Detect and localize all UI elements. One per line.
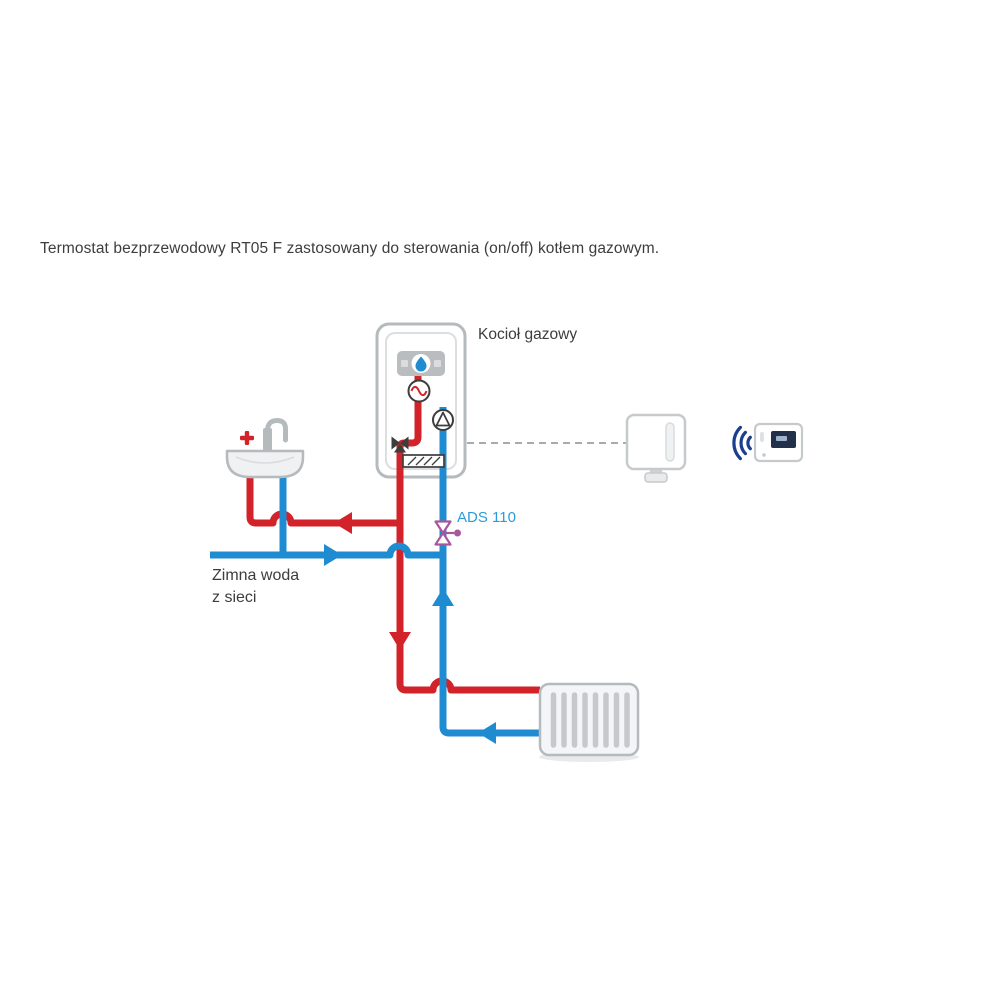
wireless-signal-icon [732,425,752,461]
receiver-slot [665,422,675,462]
hot-tap-cross-icon [240,431,254,445]
hot-flow-arrow-down [389,632,411,650]
receiver-connector-base [644,472,668,483]
burner [402,454,445,468]
thermostat-display-digits [776,436,787,441]
hot-supply-pipe-sink [246,474,400,527]
diagram-caption: Termostat bezprzewodowy RT05 F zastosowa… [40,240,660,257]
pipes [210,374,540,737]
sink-basin [225,449,305,479]
faucet [263,417,288,452]
pump-triangle [435,411,451,427]
cold-water-label: Zimna woda z sieci [212,565,299,609]
ads110-label: ADS 110 [457,509,516,526]
cold-flow-arrow-right [324,544,342,566]
ads110-valve-upper-triangle [434,520,452,535]
thermostat [732,422,804,463]
boiler-inner-outline [385,332,457,470]
flow-arrows [324,512,496,744]
sink-basin-inner-line [235,456,295,464]
receiver-body [625,413,687,471]
boiler-internals [391,351,454,468]
ads110-valve [434,520,461,546]
return-pipe [439,407,540,737]
cold-water-label-line1: Zimna woda [212,567,300,584]
hot-supply-pipe-radiator [396,374,540,694]
cold-water-label-line2: z sieci [212,589,257,606]
sink [225,417,305,479]
cold-flow-arrow-up [432,588,454,606]
receiver-connector-stem [650,468,662,475]
ads110-valve-handle [454,529,461,537]
boiler-display-button-left [401,360,408,367]
ads110-valve-lower-triangle [434,531,452,546]
heat-exchanger-wave [410,385,428,397]
three-way-valve-icon [391,436,409,453]
receiver [625,413,687,483]
radiator-fins [550,692,630,748]
flame-icon [415,356,427,372]
radiator [538,682,640,762]
boiler-label: Kocioł gazowy [478,326,578,343]
boiler-display-button-right [434,360,441,367]
thermostat-slot [760,432,764,442]
cold-flow-arrow-left [478,722,496,744]
cold-water-main-pipe [210,542,443,559]
thermostat-button [762,453,766,457]
hot-flow-arrow-left [334,512,352,534]
